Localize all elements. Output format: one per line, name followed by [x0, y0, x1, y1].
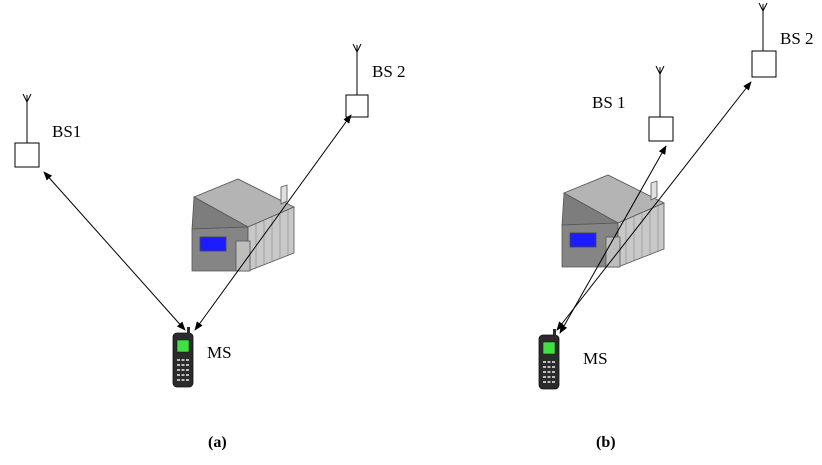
base-station-2: [345, 43, 369, 118]
ms-label: MS: [207, 343, 232, 362]
phone-icon: [172, 326, 194, 388]
antenna-icon: [352, 43, 362, 95]
house-icon: [191, 178, 295, 272]
antenna-icon: [22, 93, 32, 143]
base-station-box: [345, 94, 369, 118]
base-station-1: [648, 65, 674, 142]
base-station-1: [14, 93, 40, 168]
caption-a: (a): [208, 434, 227, 451]
base-station-box: [751, 50, 777, 78]
base-station-box: [14, 142, 40, 168]
bs2-label: BS 2: [372, 62, 406, 81]
caption-b: (b): [596, 434, 616, 451]
bs1-label: BS 1: [592, 93, 626, 112]
link-bs2-ms: [556, 81, 752, 331]
base-station-box: [648, 116, 674, 142]
antenna-icon: [758, 2, 768, 51]
panel-a: BS1 BS 2 MS (a): [14, 43, 406, 451]
antenna-icon: [655, 65, 665, 117]
panel-b: BS 1 BS 2 MS (b): [538, 2, 814, 451]
link-bs1-ms: [43, 171, 186, 331]
ms-label: MS: [583, 349, 608, 368]
house-icon: [561, 174, 665, 268]
phone-icon: [538, 328, 560, 390]
bs1-label: BS1: [52, 122, 81, 141]
bs2-label: BS 2: [780, 29, 814, 48]
link-bs2-ms: [194, 114, 352, 331]
base-station-2: [751, 2, 777, 78]
